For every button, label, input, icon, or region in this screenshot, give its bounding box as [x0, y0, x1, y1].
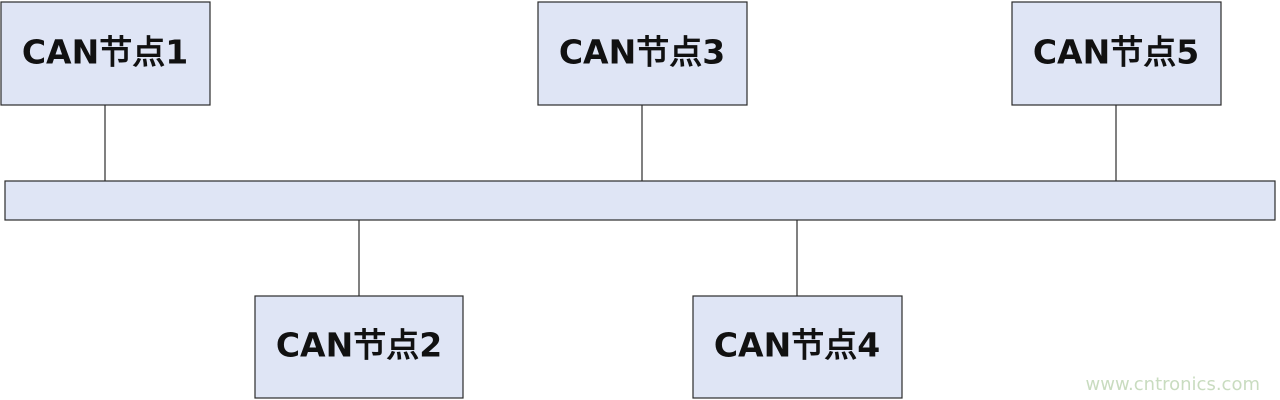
node-box — [537, 1, 748, 106]
node-label: CAN节点4 — [714, 326, 880, 365]
can-node-4: CAN节点4 — [692, 295, 903, 399]
node-box — [0, 1, 211, 106]
node-label: CAN节点1 — [22, 33, 188, 72]
node-label: CAN节点3 — [559, 33, 725, 72]
node-box — [692, 295, 903, 399]
can-node-3: CAN节点3 — [537, 1, 748, 106]
can-node-5: CAN节点5 — [1011, 1, 1222, 106]
node-box — [254, 295, 464, 399]
node-label: CAN节点5 — [1033, 33, 1199, 72]
node-label: CAN节点2 — [276, 326, 442, 365]
can-node-1: CAN节点1 — [0, 1, 211, 106]
can-node-2: CAN节点2 — [254, 295, 464, 399]
watermark-text: www.cntronics.com — [1086, 374, 1260, 395]
can-bus — [4, 180, 1276, 221]
node-box — [1011, 1, 1222, 106]
